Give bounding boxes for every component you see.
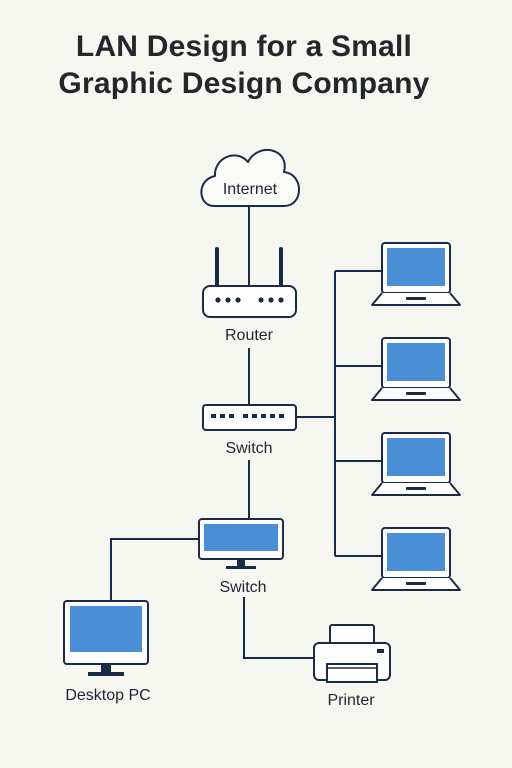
laptop-icon: [371, 242, 461, 306]
router-icon: [202, 247, 297, 318]
internet-label: Internet: [223, 181, 278, 198]
desktop-label: Desktop PC: [65, 687, 150, 704]
switch-main-label: Switch: [225, 440, 272, 457]
laptop-icon: [371, 432, 461, 496]
switch-secondary-node: Switch: [198, 518, 284, 596]
connection-lines: [110, 206, 381, 659]
laptop-icon: [371, 337, 461, 401]
title-line-2: Graphic Design Company: [58, 67, 430, 100]
laptop-4: [371, 527, 461, 591]
laptop-3: [371, 432, 461, 496]
monitor-icon: [63, 600, 149, 676]
diagram-title: LAN Design for a Small Graphic Design Co…: [0, 28, 488, 102]
cloud-icon: [200, 149, 300, 207]
printer-node: Printer: [313, 624, 391, 709]
desktop-node: Desktop PC: [63, 600, 151, 704]
link-printer: [243, 597, 314, 659]
laptop-2: [371, 337, 461, 401]
title-line-1: LAN Design for a Small: [75, 30, 413, 63]
printer-icon: [313, 624, 391, 683]
link-desktop: [110, 538, 199, 600]
printer-label: Printer: [327, 692, 375, 709]
laptop-1: [371, 242, 461, 306]
router-node: Router: [202, 247, 297, 344]
monitor-icon: [198, 518, 284, 569]
switch-icon: [202, 404, 297, 431]
router-label: Router: [225, 327, 274, 344]
switch-main-node: Switch: [202, 404, 297, 457]
laptop-icon: [371, 527, 461, 591]
switch-secondary-label: Switch: [219, 579, 266, 596]
internet-node: Internet: [200, 149, 300, 207]
